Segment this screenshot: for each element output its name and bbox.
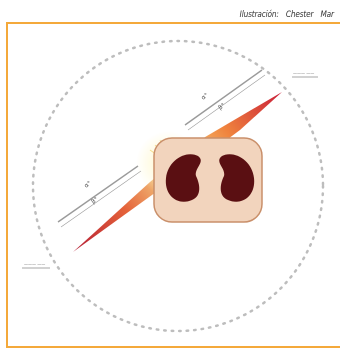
dimension-mark-upper-2: β° [217,102,227,112]
source-marker-top-right: ——— —— [292,71,318,78]
svg-text:——— ——: ——— —— [293,71,314,76]
trachea [205,150,215,166]
dimension-line-upper [184,69,266,131]
dimension-mark-lower-2: β° [90,196,100,206]
dimension-mark-lower-1: α° [83,180,93,190]
dimension-line-lower [57,165,142,228]
credit-label: Ilustración: [239,10,279,20]
left-lung [165,154,201,202]
credit-name-first: Chester [285,10,314,20]
right-lung [219,154,255,202]
figure-frame [6,22,340,348]
svg-text:——— ——: ——— —— [24,262,45,267]
illustration-credit: Ilustración: Chester Mar [235,10,334,20]
gantry-rotation-ring [31,39,325,333]
dimension-mark-upper-1: α° [200,92,210,102]
credit-name-last: Mar [320,10,335,20]
source-marker-bottom-left: ——— —— [22,262,50,269]
